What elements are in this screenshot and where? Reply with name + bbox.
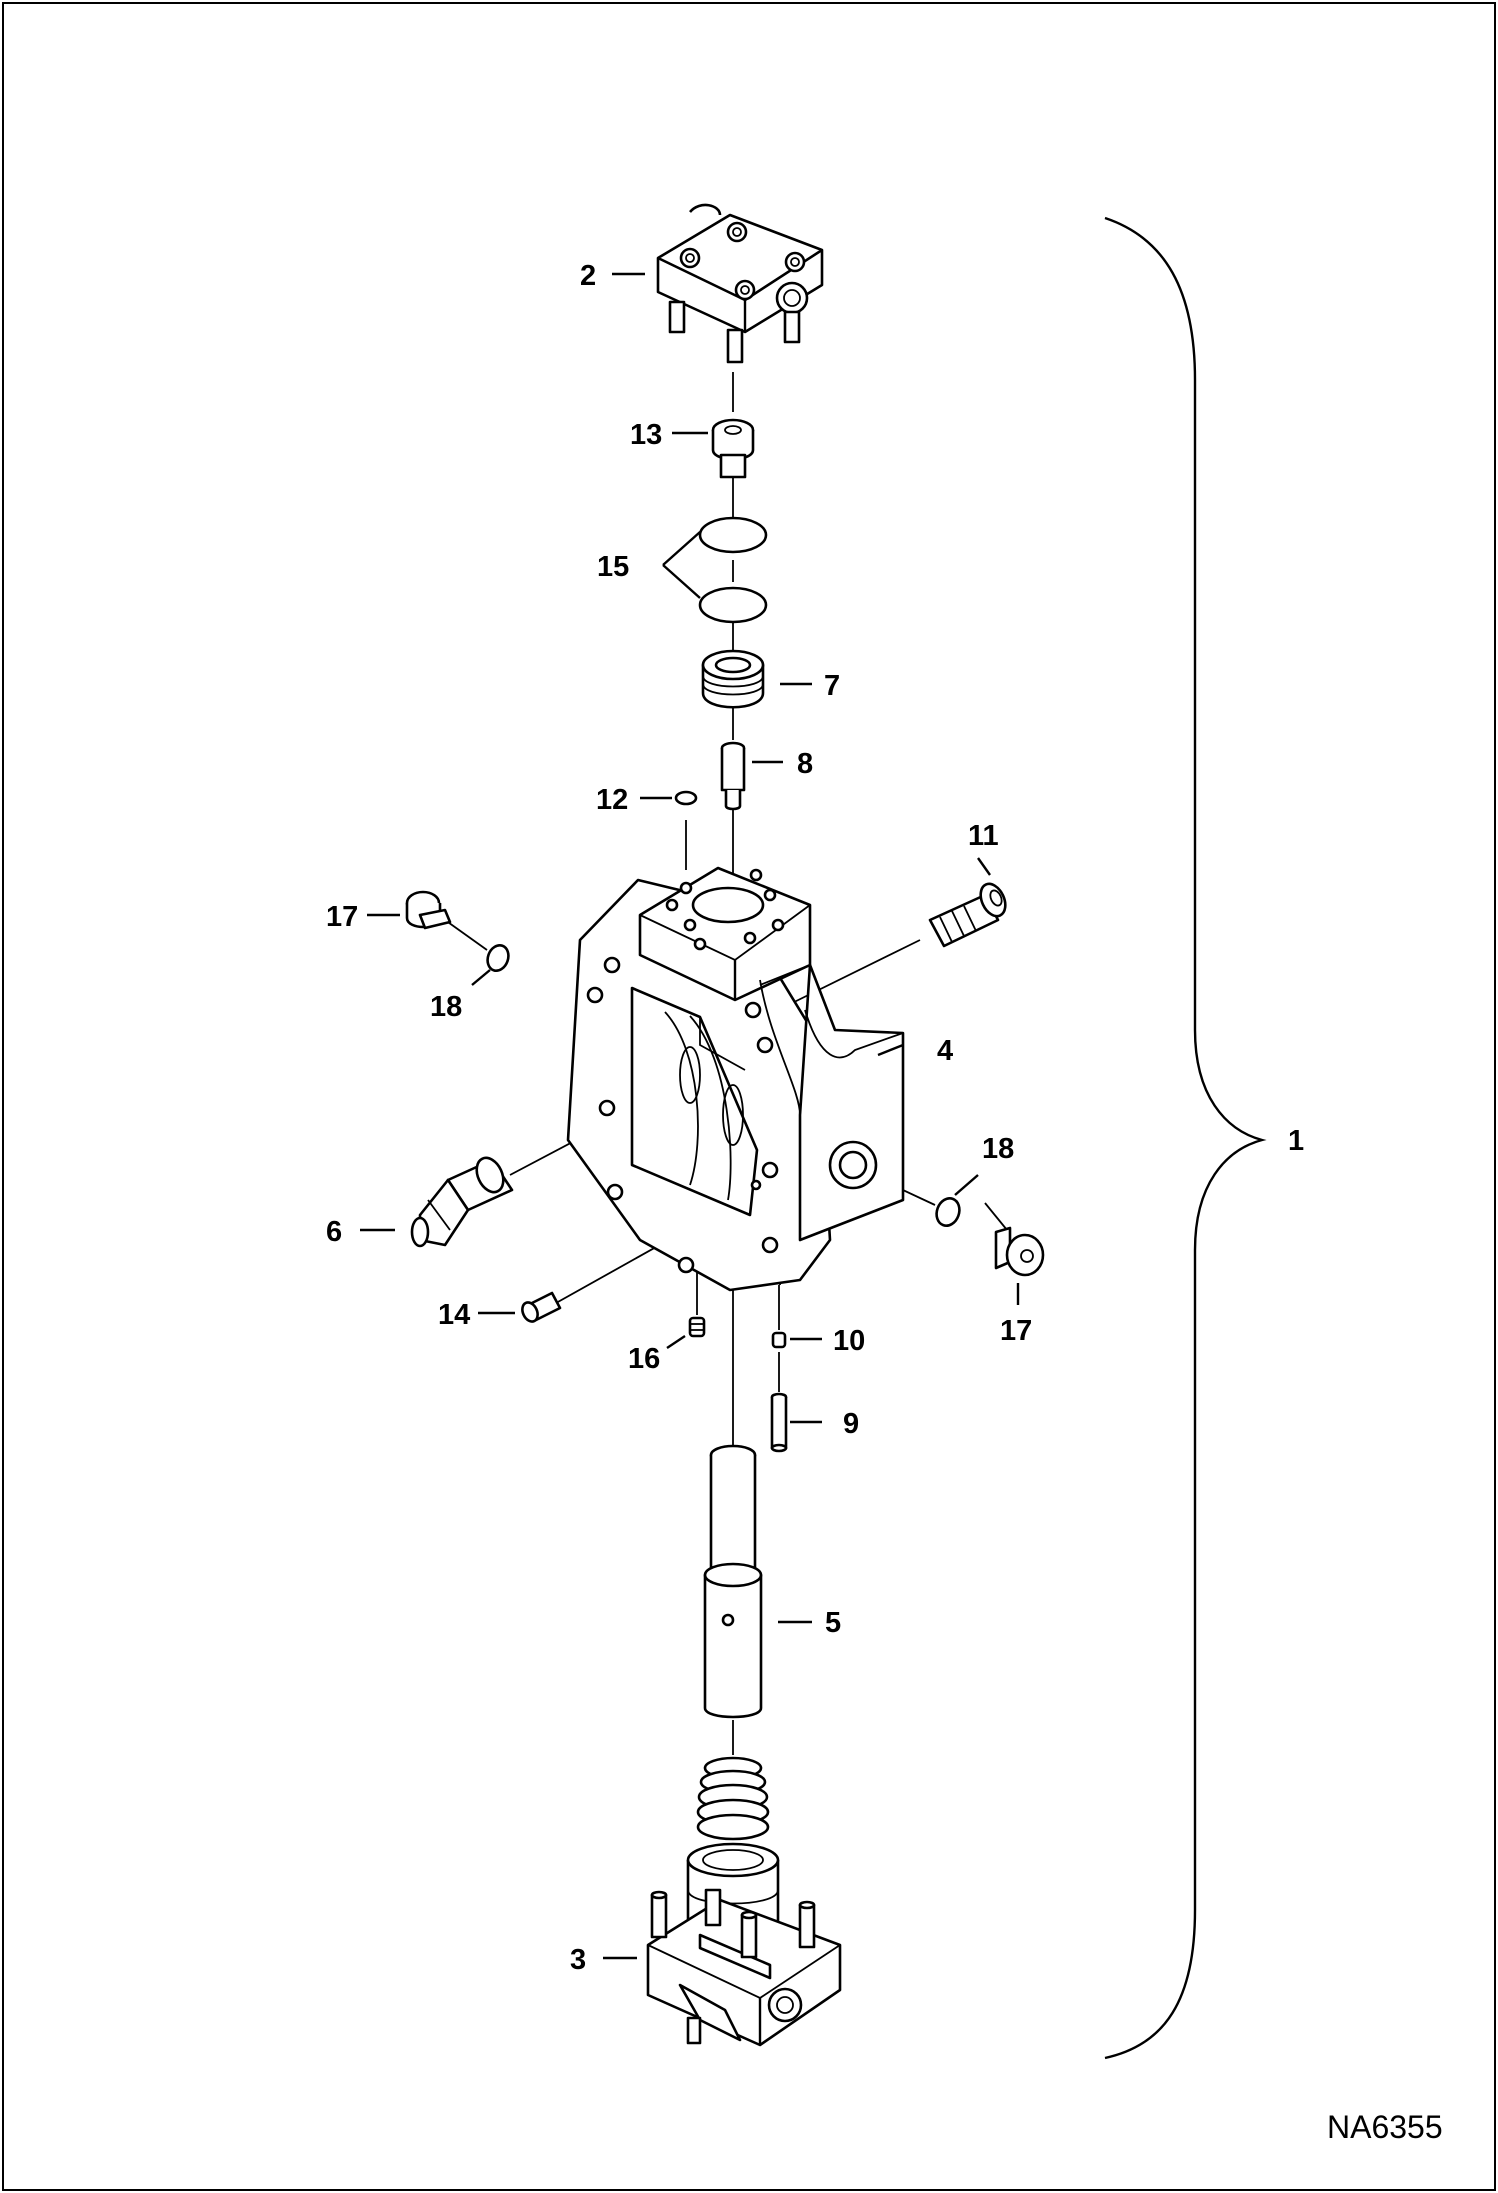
callout-17-right: 17 [1000, 1315, 1032, 1347]
part-13-plug [711, 418, 755, 479]
callout-17-upper: 17 [326, 901, 358, 933]
part-5-piston [703, 1444, 763, 1719]
callout-8: 8 [797, 748, 813, 780]
part-16-small-plug [688, 1316, 706, 1338]
callout-4: 4 [937, 1035, 953, 1067]
callout-6: 6 [326, 1216, 342, 1248]
callout-18-right: 18 [982, 1133, 1014, 1165]
callout-9: 9 [843, 1408, 859, 1440]
part-7-seal [701, 649, 765, 709]
callout-leaders [360, 272, 1020, 1960]
drawing-code: NA6355 [1327, 2109, 1443, 2145]
callout-15: 15 [597, 551, 629, 583]
callout-16: 16 [628, 1343, 660, 1375]
assembly-brace [1104, 216, 1267, 2060]
part-10-small-plug [771, 1331, 787, 1349]
callout-12: 12 [596, 784, 628, 816]
part-3-bottom-cover [646, 1756, 842, 2047]
part-17-plug-upper [405, 890, 452, 930]
part-4-housing [566, 866, 905, 1292]
part-18-o-ring-right [935, 1197, 961, 1227]
callout-3: 3 [570, 1944, 586, 1976]
part-12-small-o-ring [674, 790, 698, 806]
callout-1: 1 [1288, 1125, 1304, 1157]
part-15-o-rings [698, 516, 768, 624]
part-18-o-ring-upper [486, 944, 510, 972]
callout-2: 2 [580, 260, 596, 292]
callout-18-upper: 18 [430, 991, 462, 1023]
callout-13: 13 [630, 419, 662, 451]
part-11-cap-screw [928, 882, 1007, 948]
part-14-sleeve [521, 1291, 562, 1323]
part-6-adjusting-screw [410, 1156, 514, 1248]
part-9-dowel-pin [770, 1392, 788, 1453]
callout-11: 11 [968, 820, 999, 852]
callout-5: 5 [825, 1607, 841, 1639]
callout-10: 10 [833, 1325, 865, 1357]
part-17-plug-right [994, 1226, 1045, 1277]
callout-labels: 1 2 3 4 5 6 7 8 9 10 11 12 13 14 15 16 1… [326, 260, 1304, 1976]
part-8-pin [720, 741, 746, 811]
callout-7: 7 [824, 670, 840, 702]
part-2-top-cover [656, 203, 824, 364]
callout-14: 14 [438, 1299, 470, 1331]
